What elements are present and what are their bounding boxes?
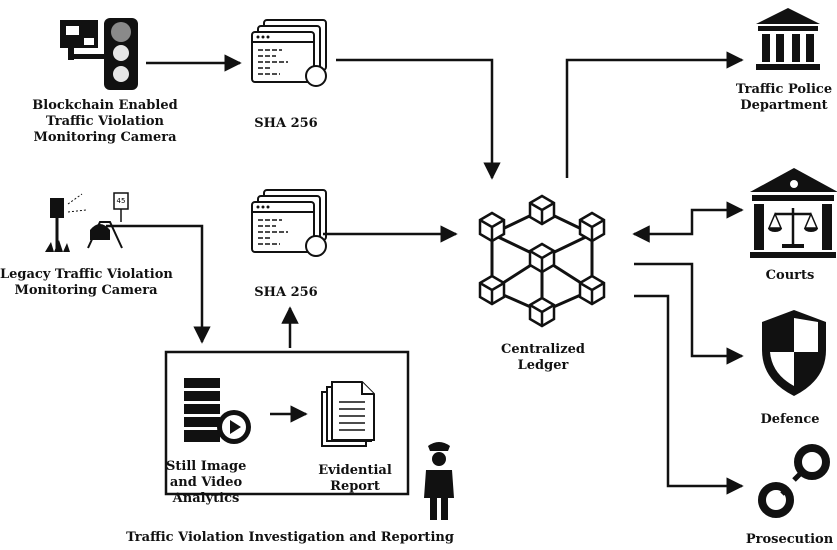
speed-sign-text: 45 xyxy=(117,197,126,205)
handcuffs-icon xyxy=(758,444,830,518)
document-window-icon xyxy=(251,189,327,257)
defence-label: Defence xyxy=(760,412,820,427)
blockchain-icon xyxy=(478,194,606,328)
arrow-ledger-courts xyxy=(632,201,744,243)
shield-icon xyxy=(762,310,826,396)
report-label: Evidential Report xyxy=(318,463,392,494)
investigation-box xyxy=(164,350,410,496)
video-analytics-icon xyxy=(184,378,251,444)
arrow-ledger-to-police xyxy=(565,51,744,178)
arrow-legacy-to-investigation xyxy=(106,224,211,344)
legacy-camera-label: Legacy Traffic Violation Monitoring Came… xyxy=(0,267,173,298)
document-window-icon xyxy=(251,19,327,87)
police-officer-icon xyxy=(424,442,454,520)
traffic-light-icon xyxy=(104,18,138,90)
police-label: Traffic Police Department xyxy=(735,82,833,113)
arrow-ledger-to-defence xyxy=(634,262,744,365)
blockchain-camera-label: Blockchain Enabled Traffic Violation Mon… xyxy=(32,98,178,145)
flow-arrows xyxy=(106,51,744,495)
arrow-sha-top-to-ledger xyxy=(336,58,501,180)
traffic-camera-icon xyxy=(60,20,108,60)
arrow-ledger-to-prosecution xyxy=(634,294,744,495)
speed-camera-icon: 45 xyxy=(45,192,129,252)
sha-top-label: SHA 256 xyxy=(254,116,318,131)
analytics-label: Still Image and Video Analytics xyxy=(166,459,247,506)
investigation-caption: Traffic Violation Investigation and Repo… xyxy=(126,530,454,545)
ledger-label: Centralized Ledger xyxy=(501,342,585,373)
courthouse-scales-icon xyxy=(750,168,837,258)
sha-bottom-label: SHA 256 xyxy=(254,285,318,300)
prosecution-label: Prosecution xyxy=(745,532,834,547)
courts-label: Courts xyxy=(765,268,815,283)
report-document-icon xyxy=(321,381,375,447)
government-building-icon xyxy=(756,8,820,70)
